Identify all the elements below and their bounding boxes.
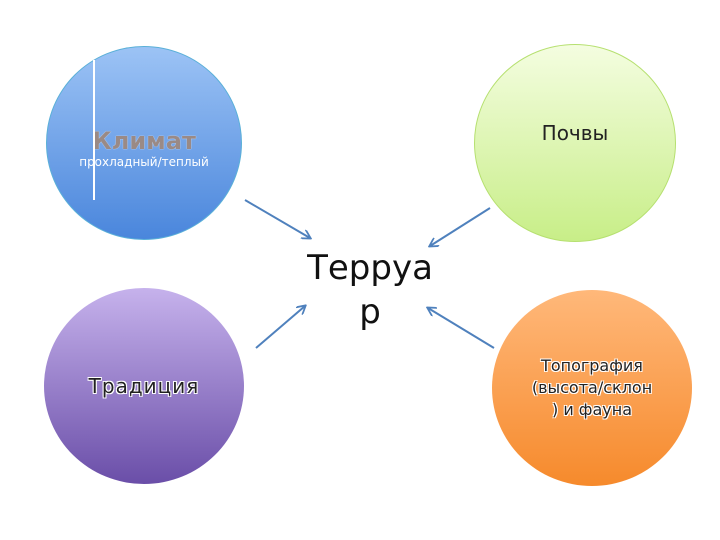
topography-line-2: (высота/склон xyxy=(531,378,653,397)
vertical-divider-line xyxy=(93,60,95,200)
center-label: Террyа р xyxy=(290,246,450,334)
climate-title: Климат xyxy=(92,127,196,155)
tradition-title: Традиция xyxy=(88,374,200,398)
climate-subtitle: прохладный/теплый xyxy=(79,155,209,169)
arrow-tradition-to-center xyxy=(255,306,305,349)
topography-circle: Топография (высота/склон ) и фауна xyxy=(492,290,692,486)
tradition-circle: Традиция xyxy=(44,288,244,484)
topography-text: Топография (высота/склон ) и фауна xyxy=(517,355,667,421)
topography-line-3: ) и фауна xyxy=(551,400,633,419)
soils-circle: Почвы xyxy=(474,44,676,242)
soils-title: Почвы xyxy=(541,121,609,145)
topography-line-1: Топография xyxy=(541,356,643,375)
arrow-climate-to-center xyxy=(244,199,310,238)
center-line-1: Террyа xyxy=(307,248,433,288)
center-line-2: р xyxy=(359,292,381,332)
climate-circle: Климат прохладный/теплый xyxy=(46,46,242,240)
arrow-topography-to-center xyxy=(428,308,495,349)
arrow-soils-to-center xyxy=(430,207,491,246)
